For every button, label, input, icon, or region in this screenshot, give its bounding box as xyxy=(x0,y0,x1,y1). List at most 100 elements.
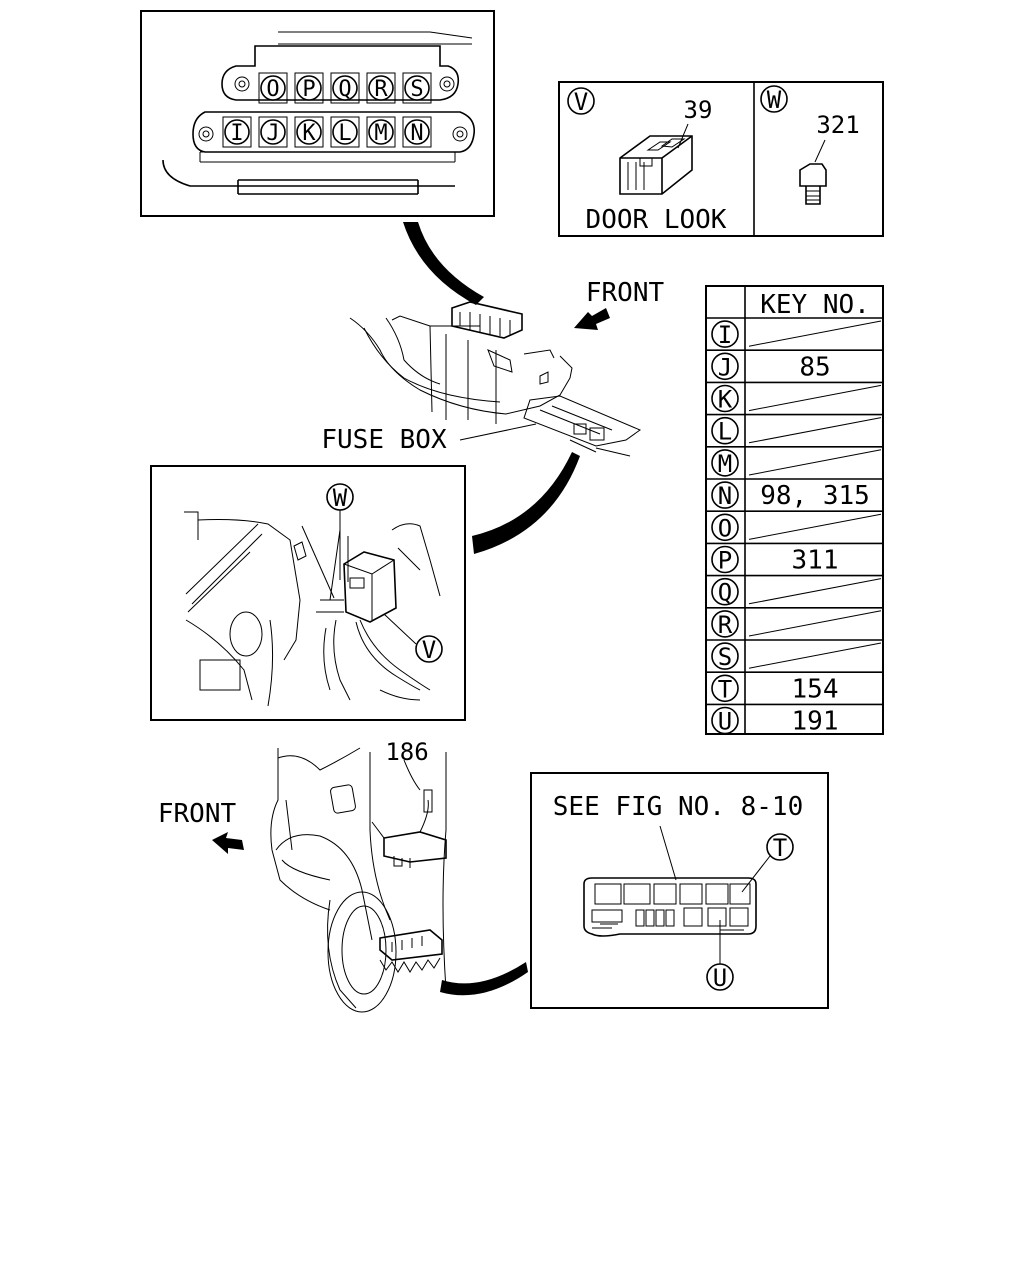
key-letter: T xyxy=(718,675,732,703)
connector-tag-o xyxy=(260,75,286,101)
key-empty-slash xyxy=(748,384,882,412)
connector-letter-k: K xyxy=(302,121,316,146)
key-circle-t xyxy=(711,674,739,703)
tag-v-mid-text: V xyxy=(422,636,436,664)
front-label-top: FRONT xyxy=(586,278,665,308)
connector-cavity-k xyxy=(294,116,324,148)
connector-cavity-r xyxy=(366,72,396,104)
connector-cavity-j xyxy=(258,116,288,148)
connector-tag-n xyxy=(404,119,430,145)
key-empty-slash xyxy=(748,417,882,444)
tag-w-detail xyxy=(760,85,788,113)
key-empty-slash xyxy=(748,449,882,476)
key-letter: O xyxy=(718,514,732,542)
key-value: 191 xyxy=(792,707,839,737)
connector-cavity-i xyxy=(222,116,252,148)
detail-box: V 39 DOOR LOOK W 321 xyxy=(558,81,884,237)
screw-icon xyxy=(799,163,827,205)
key-letter: M xyxy=(718,450,732,478)
tag-w-detail-text: W xyxy=(767,86,782,114)
callout-leader-mid xyxy=(472,452,580,554)
key-letter: K xyxy=(718,386,733,414)
key-circle-p xyxy=(711,545,739,574)
key-letter: Q xyxy=(718,579,732,607)
connector-tag-k xyxy=(296,119,322,145)
key-circle-j xyxy=(711,352,739,381)
door-lock-caption: DOOR LOOK xyxy=(586,205,727,235)
connector-cavity-q xyxy=(330,72,360,104)
key-value: 311 xyxy=(792,546,839,576)
key-circle-u xyxy=(711,706,739,735)
front-arrow-top-icon xyxy=(574,308,610,330)
front-label-bottom: FRONT xyxy=(158,799,237,829)
key-circle-q xyxy=(711,577,739,606)
key-empty-slash xyxy=(748,513,882,540)
tag-w-mid-text: W xyxy=(333,484,348,512)
callout-leader-top xyxy=(403,222,484,305)
key-empty-slash xyxy=(748,642,882,669)
tag-t-text: T xyxy=(773,834,787,862)
key-letter: U xyxy=(718,708,732,736)
connector-letter-l: L xyxy=(338,121,351,146)
tag-v-detail-text: V xyxy=(574,88,588,116)
part-321-label: 321 xyxy=(816,111,859,139)
connector-tag-m xyxy=(368,119,394,145)
callout-leader-bottom xyxy=(440,962,528,996)
connector-cavity-n xyxy=(402,116,432,148)
fuse-panel-icon xyxy=(583,877,757,937)
key-circle-i xyxy=(711,320,739,348)
connector-cavity-o xyxy=(258,72,288,104)
key-circle-o xyxy=(711,513,739,542)
connector-letter-j: J xyxy=(266,121,279,146)
connector-cavity-s xyxy=(402,72,432,104)
tag-u-text: U xyxy=(713,964,727,992)
part-186-label: 186 xyxy=(385,738,428,766)
door-lock-relay-icon xyxy=(619,135,693,195)
connector-letter-r: R xyxy=(374,77,388,102)
connector-tag-i xyxy=(224,119,250,145)
fuse-box-label: FUSE BOX xyxy=(321,425,447,455)
see-fig-box: SEE FIG NO. 8-10 T U xyxy=(530,772,829,1009)
key-letter: L xyxy=(718,418,732,446)
key-circle-n xyxy=(711,481,739,509)
lower-cab-drawing xyxy=(270,747,447,1013)
connector-letter-n: N xyxy=(410,121,423,146)
key-circle-k xyxy=(711,384,739,413)
key-circle-s xyxy=(711,642,739,670)
key-letter: S xyxy=(718,643,732,671)
mounting-inset: W V xyxy=(150,465,466,721)
key-value: 85 xyxy=(799,352,830,382)
key-empty-slash xyxy=(748,578,882,605)
key-empty-slash xyxy=(748,610,882,637)
front-arrow-bottom-icon xyxy=(212,832,244,854)
key-letter: J xyxy=(718,353,732,381)
key-circle-r xyxy=(711,610,739,638)
tag-t xyxy=(766,833,794,861)
connector-tag-s xyxy=(404,75,430,101)
connector-letter-i: I xyxy=(230,121,243,146)
connector-tag-l xyxy=(332,119,358,145)
connector-letter-s: S xyxy=(410,77,423,102)
connector-cavity-m xyxy=(366,116,396,148)
connector-letter-m: M xyxy=(374,121,387,146)
tag-v-mid xyxy=(415,635,443,663)
key-letter: N xyxy=(718,482,732,510)
connector-tag-j xyxy=(260,119,286,145)
connector-letter-q: Q xyxy=(338,77,351,102)
connector-tag-q xyxy=(332,75,358,101)
key-circle-l xyxy=(711,416,739,445)
key-empty-slash xyxy=(748,320,882,347)
see-fig-text: SEE FIG NO. 8-10 xyxy=(553,792,803,822)
key-value: 98, 315 xyxy=(760,481,870,511)
key-letter: I xyxy=(718,321,732,349)
connector-letter-o: O xyxy=(266,77,279,102)
connector-letter-p: P xyxy=(302,77,315,102)
tag-v-detail xyxy=(567,87,595,115)
key-value: 154 xyxy=(792,674,839,704)
connector-tag-r xyxy=(368,75,394,101)
dashboard-drawing xyxy=(349,301,642,457)
key-letter: R xyxy=(718,611,733,639)
